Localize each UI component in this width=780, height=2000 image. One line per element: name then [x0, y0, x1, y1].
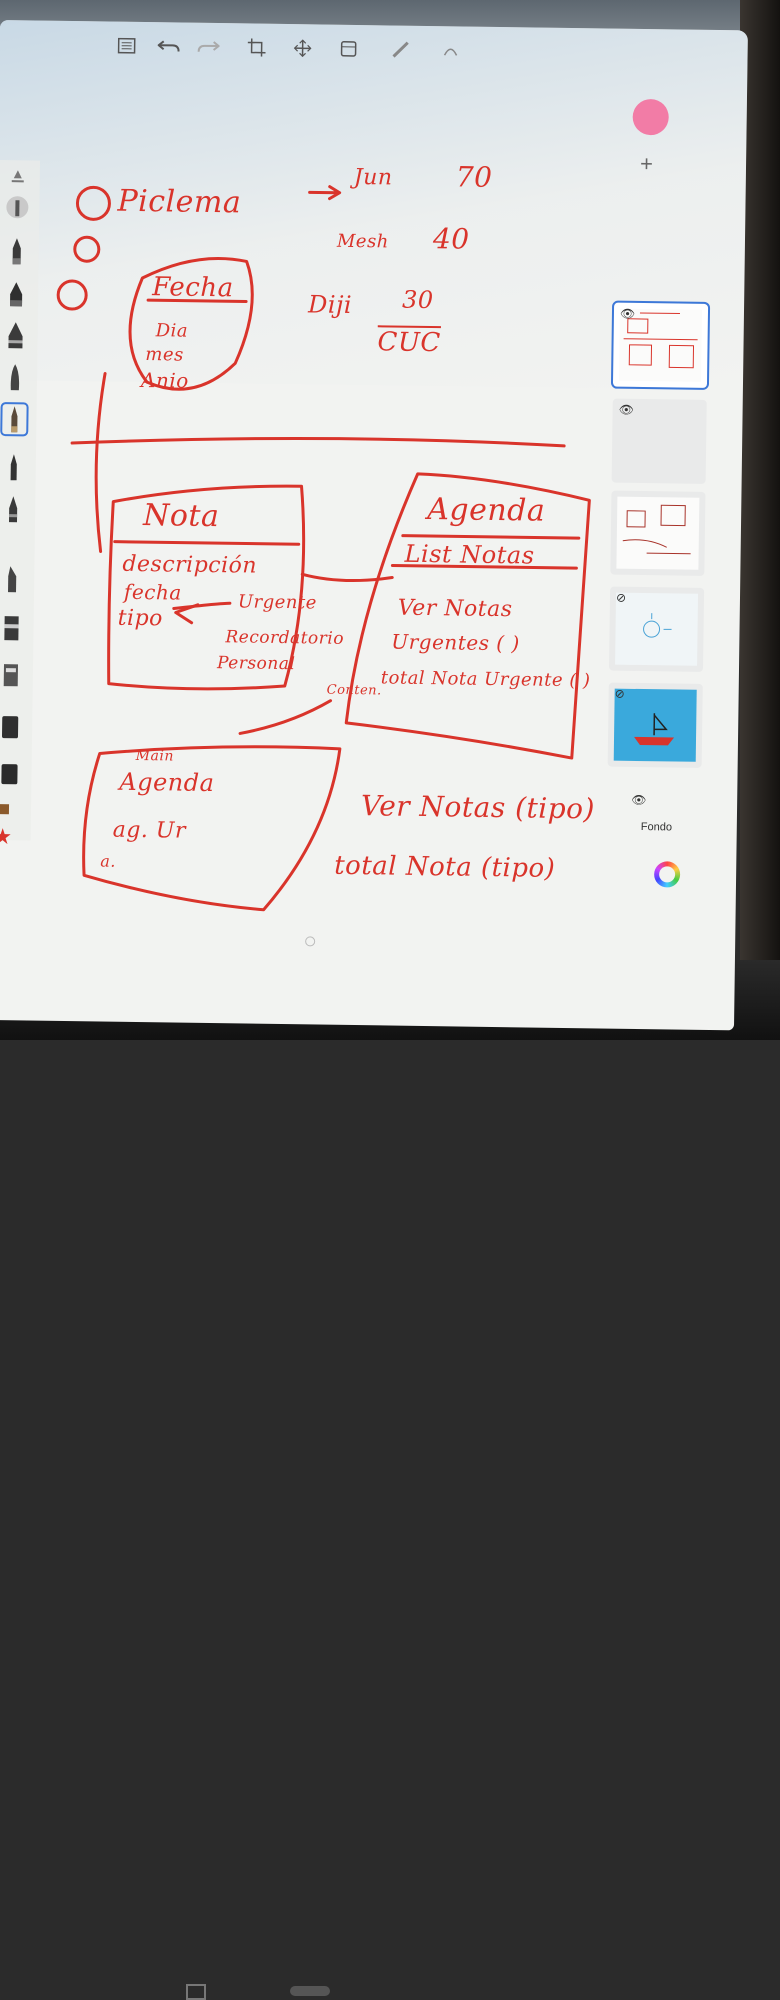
background-eye-icon[interactable]: 👁	[631, 793, 646, 807]
transform-icon[interactable]	[289, 36, 315, 60]
cuc-label: CUC	[377, 327, 441, 358]
nota-type-urgente: Urgente	[238, 591, 317, 613]
main-link-line	[240, 699, 330, 734]
brush-toolbar	[0, 160, 40, 841]
symmetry-icon[interactable]	[437, 38, 463, 62]
tablet-screen: Piclema Jun 70 Mesh 40 Diji 30 CUC Fecha…	[0, 20, 748, 1030]
jun-label: Jun	[354, 165, 393, 191]
crop-icon[interactable]	[243, 35, 269, 59]
layer-empty[interactable]: 👁	[612, 399, 707, 484]
main-attr-agenda: Agenda	[119, 768, 214, 797]
connector-line	[95, 373, 105, 551]
agenda-title-divider	[403, 536, 579, 538]
calligraphy-brush-icon[interactable]	[3, 320, 27, 350]
top-toolbar	[99, 21, 600, 80]
color-swatch[interactable]	[632, 99, 668, 135]
diji-label: Diji	[308, 290, 352, 319]
layer-thumbnail	[616, 497, 699, 570]
eye-icon[interactable]: 👁	[620, 307, 635, 321]
jun-value: 70	[456, 160, 493, 194]
agenda-attr-list: List Notas	[404, 540, 534, 570]
mesh-label: Mesh	[337, 231, 389, 253]
eye-off-icon[interactable]: ⊘	[615, 687, 625, 701]
layer-thumbnail	[614, 689, 697, 762]
technical-pen-icon[interactable]	[1, 494, 25, 524]
number-3-circle	[58, 281, 86, 309]
stamp-brush-icon[interactable]	[0, 658, 23, 688]
page-indicator	[305, 936, 315, 946]
nota-attr-tipo: tipo	[117, 606, 163, 632]
layer-sketch[interactable]: 👁	[613, 303, 708, 388]
mesh-value: 40	[433, 222, 470, 256]
recent-apps-icon[interactable]	[186, 1984, 206, 2000]
redo-icon[interactable]	[195, 35, 221, 59]
fecha-attr-mes: mes	[145, 344, 184, 366]
main-class-title: Main	[136, 748, 174, 765]
layer-thumbnail	[615, 593, 698, 666]
fecha-attr-dia: Dia	[156, 320, 189, 341]
smudge-tool-icon[interactable]	[0, 800, 21, 820]
color-wheel-icon[interactable]	[654, 861, 680, 887]
pencil-tip-icon[interactable]	[6, 170, 30, 184]
fecha-class-title: Fecha	[152, 272, 234, 303]
layers-panel: + 👁 👁 ⊘ ⊘ 👁 Fondo	[594, 78, 726, 920]
drawing-canvas[interactable]: Piclema Jun 70 Mesh 40 Diji 30 CUC Fecha…	[37, 131, 608, 959]
main-attr-ag: ag. Ur	[113, 818, 187, 844]
marker-icon[interactable]	[5, 236, 29, 266]
background-layer-label[interactable]: Fondo	[641, 821, 672, 833]
total-nota-tipo-note: total Nota (tipo)	[334, 851, 556, 884]
eye-off-icon[interactable]: ⊘	[616, 591, 626, 605]
diji-value: 30	[402, 286, 434, 314]
home-button[interactable]	[290, 1986, 330, 1996]
airbrush-icon[interactable]	[3, 362, 27, 392]
pen-icon[interactable]	[2, 404, 26, 434]
charcoal-icon[interactable]	[0, 756, 22, 786]
texture-brush-icon[interactable]	[0, 710, 22, 740]
nota-divider	[115, 542, 299, 545]
layer-older-sketch[interactable]	[610, 491, 705, 576]
nota-class-title: Nota	[143, 498, 220, 534]
fecha-attr-anio: Anio	[141, 368, 189, 393]
flat-brush-icon[interactable]	[0, 612, 24, 642]
chisel-brush-icon[interactable]	[0, 564, 24, 594]
agenda-class-title: Agenda	[427, 492, 546, 529]
layer-hidden-sketch[interactable]: ⊘	[609, 587, 704, 672]
agenda-method-ver-notas: Ver Notas	[398, 596, 513, 623]
eye-icon[interactable]: 👁	[619, 403, 634, 417]
number-1-circle	[77, 187, 109, 219]
tipo-arrow-line	[174, 602, 230, 609]
add-layer-button[interactable]: +	[640, 151, 653, 177]
nota-type-personal: Personal	[217, 653, 296, 674]
agenda-method-total-urgente: total Nota Urgente ( )	[381, 667, 591, 691]
contains-label: Conten.	[327, 683, 382, 699]
agenda-method-urgentes: Urgentes ( )	[391, 630, 520, 656]
separator-line	[72, 435, 564, 450]
layer-boat-image[interactable]: ⊘	[608, 683, 703, 768]
star-brush-icon[interactable]	[0, 826, 21, 846]
arrow-stroke	[310, 186, 340, 198]
round-brush-icon[interactable]	[5, 192, 29, 222]
undo-icon[interactable]	[155, 34, 181, 58]
nota-type-recordatorio: Recordatorio	[225, 627, 344, 649]
layer-stack-icon[interactable]	[335, 37, 361, 61]
problem-heading: Piclema	[117, 184, 241, 221]
layers-list-icon[interactable]	[113, 34, 139, 58]
main-attr-a: a.	[100, 851, 116, 870]
number-2-circle	[75, 237, 99, 261]
fineliner-icon[interactable]	[2, 452, 26, 482]
ver-notas-tipo-note: Ver Notas (tipo)	[361, 789, 595, 825]
ruler-icon[interactable]	[387, 37, 413, 61]
nota-attr-descripcion: descripción	[122, 552, 257, 579]
ink-brush-icon[interactable]	[4, 278, 28, 308]
nota-attr-fecha: fecha	[124, 580, 182, 605]
